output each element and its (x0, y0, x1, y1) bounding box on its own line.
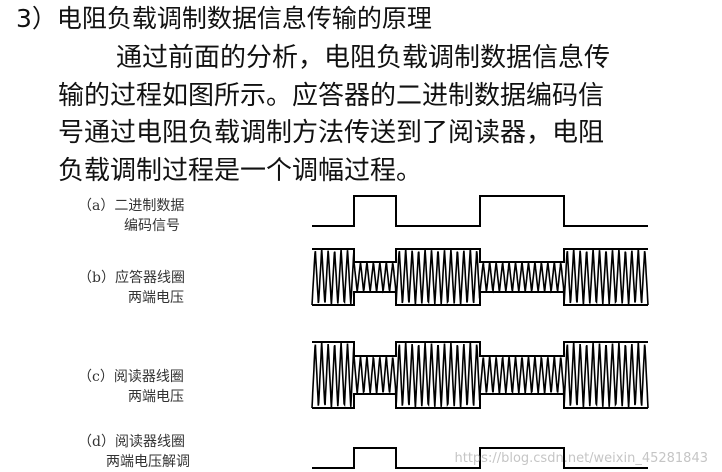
waveform-c-reader-voltage-envelope-top (312, 341, 648, 357)
label-d-demodulated-voltage: （d）阅读器线圈 两端电压解调 (78, 432, 190, 472)
label-b-transponder-coil-voltage: （b）应答器线圈 两端电压 (78, 268, 185, 308)
paragraph-line: 号通过电阻负载调制方法传送到了阅读器，电阻 (58, 118, 605, 148)
waveform-b-transponder-voltage-envelope-top (312, 248, 648, 263)
label-line: 两端电压 (128, 389, 184, 405)
waveform-a-binary-signal (312, 195, 648, 227)
waveform-b-transponder-voltage-envelope-bottom (312, 291, 648, 306)
body-paragraph: 通过前面的分析，电阻负载调制数据信息传 输的过程如图所示。应答器的二进制数据编码… (58, 40, 722, 190)
watermark-url: https://blog.csdn.net/weixin_45281843 (454, 451, 708, 466)
label-c-reader-coil-voltage: （c）阅读器线圈 两端电压 (78, 367, 184, 407)
label-line: （b）应答器线圈 (78, 270, 185, 286)
label-line: 编码信号 (124, 218, 180, 234)
label-line: 两端电压 (128, 290, 184, 306)
paragraph-line: 负载调制过程是一个调幅过程。 (58, 155, 423, 186)
waveform-c-reader-voltage-envelope-bottom (312, 393, 648, 409)
section-heading: 3）电阻负载调制数据信息传输的原理 (16, 4, 432, 33)
paragraph-line: 输的过程如图所示。应答器的二进制数据编码信 (58, 80, 605, 111)
label-line: （c）阅读器线圈 (78, 369, 184, 385)
label-line: （a）二进制数据 (78, 198, 185, 214)
label-a-binary-code-signal: （a）二进制数据 编码信号 (78, 196, 184, 236)
paragraph-line: 通过前面的分析，电阻负载调制数据信息传 (116, 43, 611, 73)
label-line: （d）阅读器线圈 (78, 434, 185, 450)
waveform-d-demodulated (312, 447, 648, 469)
label-line: 两端电压解调 (106, 454, 190, 470)
